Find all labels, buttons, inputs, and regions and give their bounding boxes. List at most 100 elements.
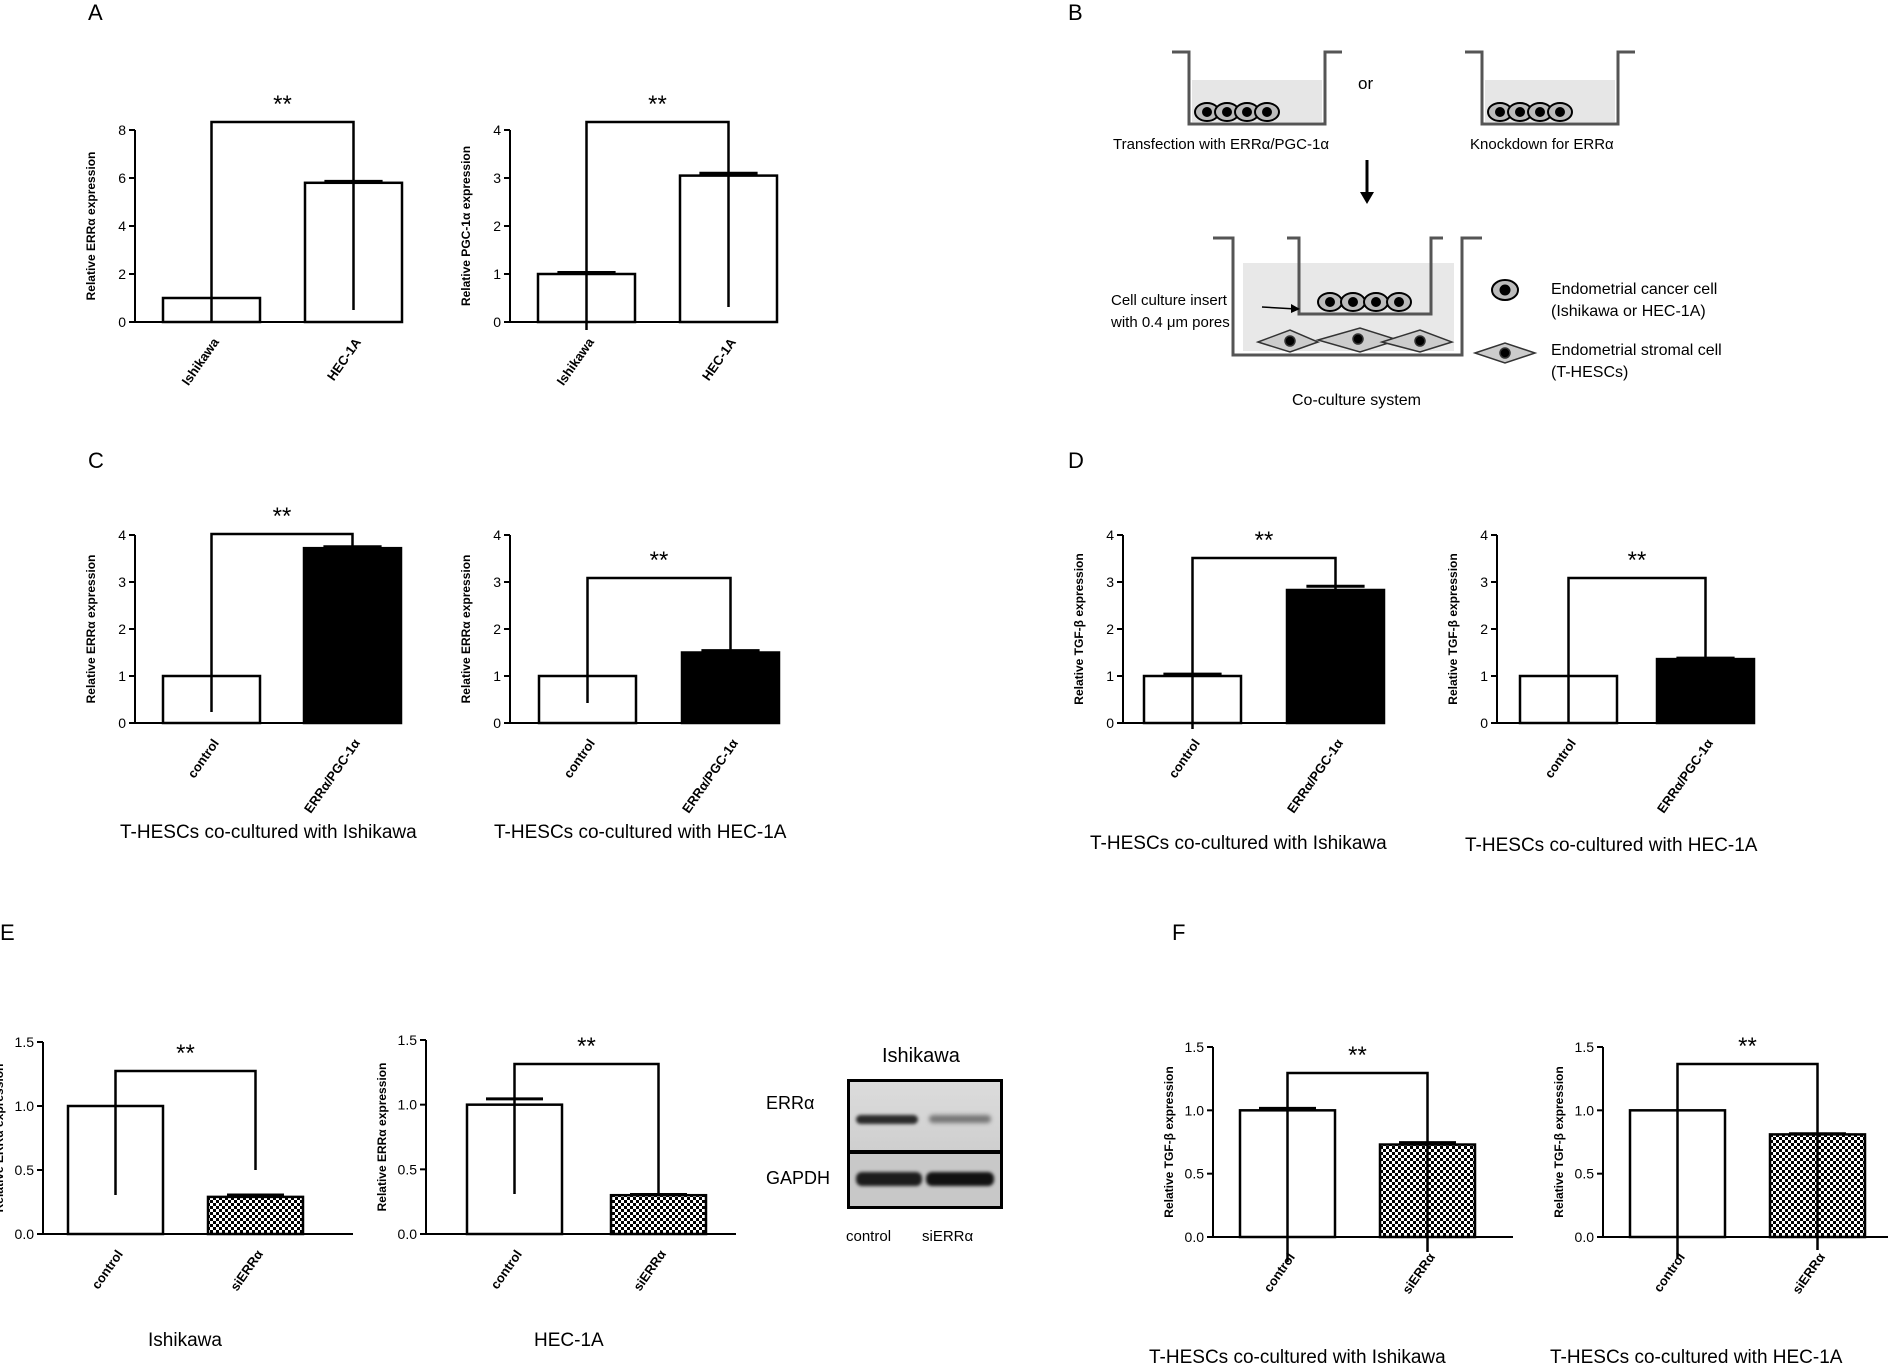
y-tick-label: 0.0 — [1575, 1229, 1595, 1245]
y-tick-label: 0 — [1106, 715, 1114, 731]
band-control-errα — [856, 1115, 918, 1124]
y-tick-label: 0.5 — [1185, 1166, 1205, 1182]
caption-d-left: T-HESCs co-cultured with Ishikawa — [1090, 833, 1387, 854]
y-tick-label: 4 — [493, 122, 501, 138]
y-tick-label: 1.5 — [15, 1034, 35, 1050]
stromal-cells — [1255, 327, 1455, 353]
significance-label: ** — [273, 91, 292, 118]
y-tick-label: 3 — [118, 574, 126, 590]
cell-culture-insert — [1287, 236, 1443, 316]
y-tick-label: 0.0 — [15, 1226, 35, 1242]
caption-c-right: T-HESCs co-cultured with HEC-1A — [494, 822, 787, 843]
blot-title: Ishikawa — [882, 1045, 960, 1067]
y-tick-label: 0.0 — [398, 1226, 418, 1242]
y-tick-label: 1.5 — [1185, 1039, 1205, 1055]
panel-label-a: A — [88, 0, 103, 25]
y-tick-label: 1.5 — [1575, 1039, 1595, 1055]
transfection-label: Transfection with ERRα/PGC-1α — [1113, 136, 1330, 153]
or-label: or — [1358, 74, 1374, 93]
y-axis-label: Relative ERRα expression — [375, 1063, 389, 1212]
y-tick-label: 2 — [118, 266, 126, 282]
significance-bracket — [586, 576, 732, 710]
y-tick-label: 1 — [493, 266, 501, 282]
caption-f-right: T-HESCs co-cultured with HEC-1A — [1550, 1347, 1843, 1368]
y-tick-label: 1 — [493, 668, 501, 684]
blot-band-gapdh — [847, 1151, 1003, 1209]
panel-label-d: D — [1068, 448, 1084, 473]
y-tick-label: 3 — [493, 574, 501, 590]
y-tick-label: 2 — [1106, 621, 1114, 637]
bar-sierr- — [609, 1193, 708, 1236]
y-tick-label: 6 — [118, 170, 126, 186]
y-tick-label: 0 — [1480, 715, 1488, 731]
y-tick-label: 4 — [118, 527, 126, 543]
caption-e-left: Ishikawa — [148, 1330, 222, 1351]
cancer-cell-label-line1: Endometrial cancer cell — [1551, 281, 1718, 298]
band-sierrα-gapdh — [926, 1172, 994, 1186]
y-tick-label: 1.0 — [398, 1097, 418, 1113]
significance-label: ** — [648, 91, 667, 118]
knockdown-cells — [1487, 102, 1573, 122]
significance-bracket — [210, 120, 355, 322]
down-arrow — [1360, 160, 1374, 204]
panel-label-e: E — [0, 920, 15, 945]
y-tick-label: 1.0 — [1575, 1102, 1595, 1118]
significance-bracket — [1191, 556, 1337, 729]
y-axis-label: Relative TGF-β expression — [1162, 1066, 1176, 1217]
y-tick-label: 1 — [1480, 668, 1488, 684]
y-tick-label: 0 — [493, 715, 501, 731]
y-tick-label: 4 — [493, 527, 501, 543]
y-tick-label: 0.5 — [15, 1162, 35, 1178]
y-axis-label: Relative ERRα expression — [84, 152, 98, 301]
legend-cancer-cell-icon — [1491, 279, 1519, 301]
insert-pointer-arrow — [1261, 304, 1300, 313]
significance-label: ** — [1738, 1033, 1757, 1060]
stromal-cell-label-line2: (T-HESCs) — [1551, 364, 1629, 381]
y-tick-label: 1 — [1106, 668, 1114, 684]
y-tick-label: 0 — [118, 314, 126, 330]
insert-label-line2: with 0.4 μm pores — [1111, 314, 1230, 331]
band-control-gapdh — [856, 1172, 922, 1186]
y-axis-label: Relative TGF-β expression — [1072, 553, 1086, 704]
y-tick-label: 0.5 — [398, 1161, 418, 1177]
caption-d-right: T-HESCs co-cultured with HEC-1A — [1465, 835, 1758, 856]
significance-bracket — [513, 1062, 660, 1194]
significance-label: ** — [1628, 547, 1647, 574]
legend-stromal-cell-icon — [1472, 342, 1538, 364]
bar-sierr- — [206, 1195, 305, 1236]
blot-row-errα: ERRα — [766, 1093, 815, 1113]
y-tick-label: 4 — [1106, 527, 1114, 543]
significance-bracket — [114, 1069, 257, 1195]
y-axis-label: Relative ERRα expression — [0, 1064, 6, 1213]
coculture-system-label: Co-culture system — [1292, 392, 1421, 409]
insert-cells — [1317, 292, 1412, 312]
y-tick-label: 0 — [493, 314, 501, 330]
panel-label-b: B — [1068, 0, 1083, 25]
caption-c-left: T-HESCs co-cultured with Ishikawa — [120, 822, 417, 843]
y-tick-label: 3 — [1480, 574, 1488, 590]
significance-bracket — [1567, 576, 1707, 722]
y-tick-label: 4 — [1480, 527, 1488, 543]
caption-e-right: HEC-1A — [534, 1330, 604, 1351]
y-axis-label: Relative ERRα expression — [459, 555, 473, 704]
blot-row-gapdh: GAPDH — [766, 1168, 831, 1188]
y-tick-label: 2 — [493, 218, 501, 234]
y-tick-label: 4 — [118, 218, 126, 234]
y-tick-label: 3 — [493, 170, 501, 186]
insert-label-line1: Cell culture insert — [1111, 292, 1227, 309]
panel-label-c: C — [88, 448, 104, 473]
significance-label: ** — [273, 503, 292, 530]
blot-lane-sierrα: siERRα — [922, 1228, 974, 1245]
knockdown-label: Knockdown for ERRα — [1470, 136, 1614, 153]
y-axis-label: Relative ERRα expression — [84, 555, 98, 704]
y-tick-label: 1.0 — [1185, 1102, 1205, 1118]
stromal-cell-label-line1: Endometrial stromal cell — [1551, 342, 1722, 359]
caption-f-left: T-HESCs co-cultured with Ishikawa — [1149, 1347, 1446, 1368]
y-tick-label: 1 — [118, 668, 126, 684]
significance-bracket — [1286, 1071, 1429, 1262]
y-tick-label: 3 — [1106, 574, 1114, 590]
blot-band-errα — [847, 1079, 1003, 1153]
